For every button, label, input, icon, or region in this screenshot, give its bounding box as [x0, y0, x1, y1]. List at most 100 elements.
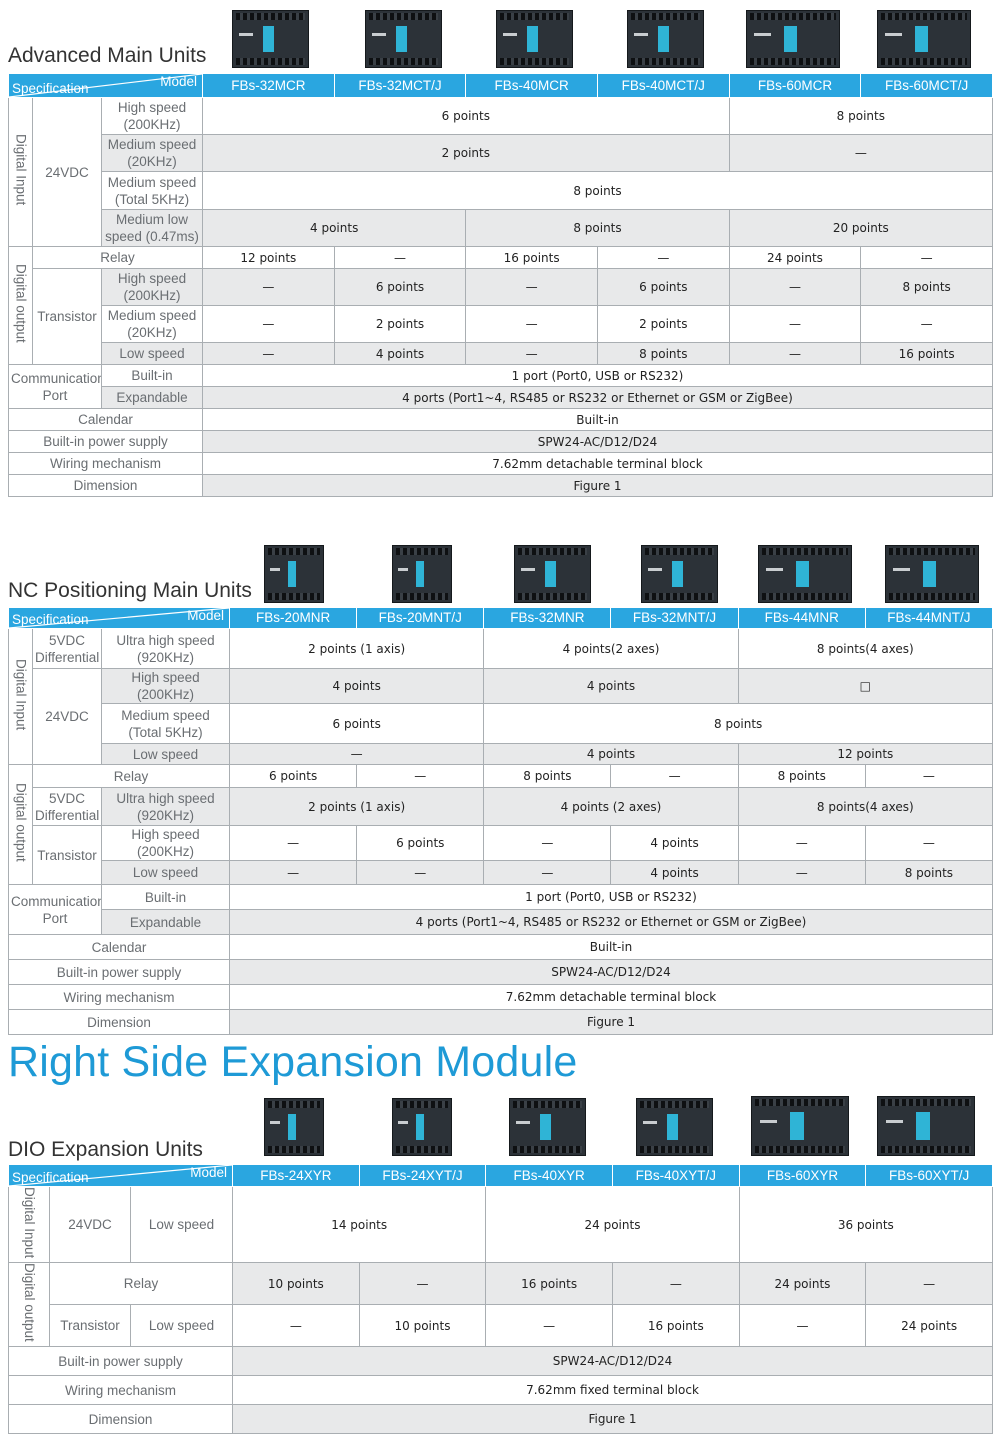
table-row: Built-in power supply SPW24-AC/D12/D24 — [7, 959, 993, 985]
table-cell: — — [860, 305, 993, 343]
table-row: Transistor High speed (200KHz) — 6 point… — [9, 268, 993, 365]
table-cell: 8 points(4 axes) — [737, 787, 994, 826]
transistor-label: Transistor — [32, 825, 102, 885]
right-side-expansion-title: Right Side Expansion Module — [8, 1038, 578, 1086]
table-header-row: Model Specification FBs-24XYR FBs-24XYT/… — [7, 1164, 993, 1187]
section-title-advanced: Advanced Main Units — [8, 44, 207, 67]
row-label: Relay — [31, 246, 204, 269]
table-cell: 8 points — [737, 764, 866, 788]
nc-spec-table: Model Specification FBs-20MNR FBs-20MNT/… — [7, 607, 994, 1035]
table-row: Dimension Figure 1 — [7, 474, 993, 497]
table-cell: — — [610, 764, 739, 788]
table-cell: — — [865, 1262, 993, 1306]
table-cell: Built-in — [202, 408, 993, 431]
model-header: FBs-40XYR — [485, 1164, 613, 1187]
plc-image-fbs-20mnr — [264, 545, 324, 603]
model-header: FBs-60XYR — [738, 1164, 867, 1187]
plc-image-fbs-40mct — [627, 10, 704, 68]
table-cell: 1 port (Port0, USB or RS232) — [229, 884, 993, 910]
table-cell: 4 points — [483, 743, 739, 765]
table-cell: 16 points — [485, 1262, 613, 1306]
table-cell: — — [465, 342, 598, 365]
table-cell: — — [232, 1304, 360, 1348]
table-cell: 8 points — [483, 764, 612, 788]
table-cell: 16 points — [465, 246, 598, 269]
table-cell: SPW24-AC/D12/D24 — [229, 959, 993, 985]
table-cell: 16 points — [860, 342, 993, 365]
model-header: FBs-20MNR — [229, 607, 358, 629]
table-row: Wiring mechanism 7.62mm detachable termi… — [7, 984, 993, 1010]
specification-label: Specification — [12, 81, 89, 96]
plc-image-fbs-40mcr — [496, 10, 573, 68]
table-cell: 10 points — [358, 1304, 487, 1348]
spec-model-header: Model Specification — [7, 607, 231, 629]
table-cell: 24 points — [865, 1304, 993, 1348]
row-label: Wiring mechanism — [7, 1375, 234, 1406]
table-cell: — — [483, 860, 612, 885]
plc-image-fbs-60mcr — [746, 10, 840, 68]
row-label: High speed (200KHz) — [100, 668, 231, 704]
table-cell: □ — [737, 668, 994, 704]
table-cell: — — [728, 268, 862, 306]
table-cell: 8 points — [483, 703, 993, 744]
table-row: Medium speed (Total 5KHz) 8 points — [9, 171, 993, 210]
table-cell: — — [738, 1304, 867, 1348]
row-label: Expandable — [100, 386, 204, 409]
plc-image-fbs-60mct — [877, 10, 971, 68]
table-row: Digital Input 24VDC High speed (200KHz) … — [8, 97, 994, 247]
model-header: FBs-32MCT/J — [333, 73, 467, 98]
table-cell: 7.62mm detachable terminal block — [229, 984, 993, 1010]
table-cell: — — [229, 825, 358, 861]
table-cell: 4 points — [483, 668, 739, 704]
table-cell: 10 points — [232, 1262, 360, 1306]
voltage-24vdc: 24VDC — [49, 1185, 131, 1264]
table-cell: — — [202, 305, 335, 343]
voltage-24vdc: 24VDC — [32, 97, 102, 247]
table-row: Communication Port Built-in 1 port (Port… — [8, 364, 993, 409]
model-header: FBs-40MCT/J — [596, 73, 730, 98]
table-cell: — — [483, 825, 612, 861]
row-label: Dimension — [7, 474, 204, 497]
model-label: Model — [187, 608, 225, 624]
model-header: FBs-32MNT/J — [610, 607, 739, 629]
table-cell: — — [229, 743, 485, 765]
table-cell: — — [864, 764, 994, 788]
row-label: Calendar — [7, 408, 204, 431]
table-row: Wiring mechanism 7.62mm detachable termi… — [7, 452, 993, 475]
row-label: Medium speed (20KHz) — [100, 305, 204, 343]
table-row: Digital output Relay 10 points — 16 poin… — [8, 1262, 993, 1348]
table-row: 5VDC Differential Ultra high speed (920K… — [9, 787, 994, 826]
plc-image-fbs-40xyr — [509, 1098, 586, 1156]
table-cell: — — [737, 825, 866, 861]
table-cell: 6 points — [229, 703, 485, 744]
row-label: Built-in — [100, 364, 204, 387]
table-cell: SPW24-AC/D12/D24 — [202, 430, 993, 453]
table-cell: — — [485, 1304, 613, 1348]
communication-port-label: Communication Port — [8, 884, 102, 935]
table-row: Dimension Figure 1 — [7, 1009, 993, 1035]
table-cell: 6 points — [356, 825, 485, 861]
table-row: Transistor High speed (200KHz) — 6 point… — [9, 825, 994, 885]
row-label: Built-in — [100, 884, 231, 910]
table-cell: — — [465, 268, 598, 306]
model-header: FBs-32MNR — [483, 607, 612, 629]
table-row: Transistor Low speed — 10 points — 16 po… — [9, 1304, 993, 1348]
table-cell: — — [229, 860, 358, 885]
table-cell: 2 points (1 axis) — [229, 628, 485, 669]
plc-image-fbs-32mnt — [641, 545, 718, 603]
table-cell: — — [611, 1262, 740, 1306]
table-row: Low speed — — — 4 points — 8 points — [9, 860, 994, 885]
table-row: 24VDC High speed (200KHz) 4 points 4 poi… — [9, 668, 994, 765]
model-label: Model — [190, 1165, 228, 1181]
table-row: Digital Input 24VDC Low speed 14 points … — [8, 1185, 994, 1264]
plc-image-fbs-24xyt — [392, 1098, 452, 1156]
table-cell: 8 points — [728, 97, 994, 135]
communication-port-label: Communication Port — [8, 364, 102, 409]
table-cell: — — [728, 342, 862, 365]
plc-image-fbs-32mcr — [232, 10, 309, 68]
table-cell: 4 points — [333, 342, 467, 365]
table-cell: 12 points — [737, 743, 994, 765]
digital-output-group: Digital output — [8, 246, 33, 365]
table-row: Built-in power supply SPW24-AC/D12/D24 — [7, 430, 993, 453]
row-label: Dimension — [7, 1009, 231, 1035]
